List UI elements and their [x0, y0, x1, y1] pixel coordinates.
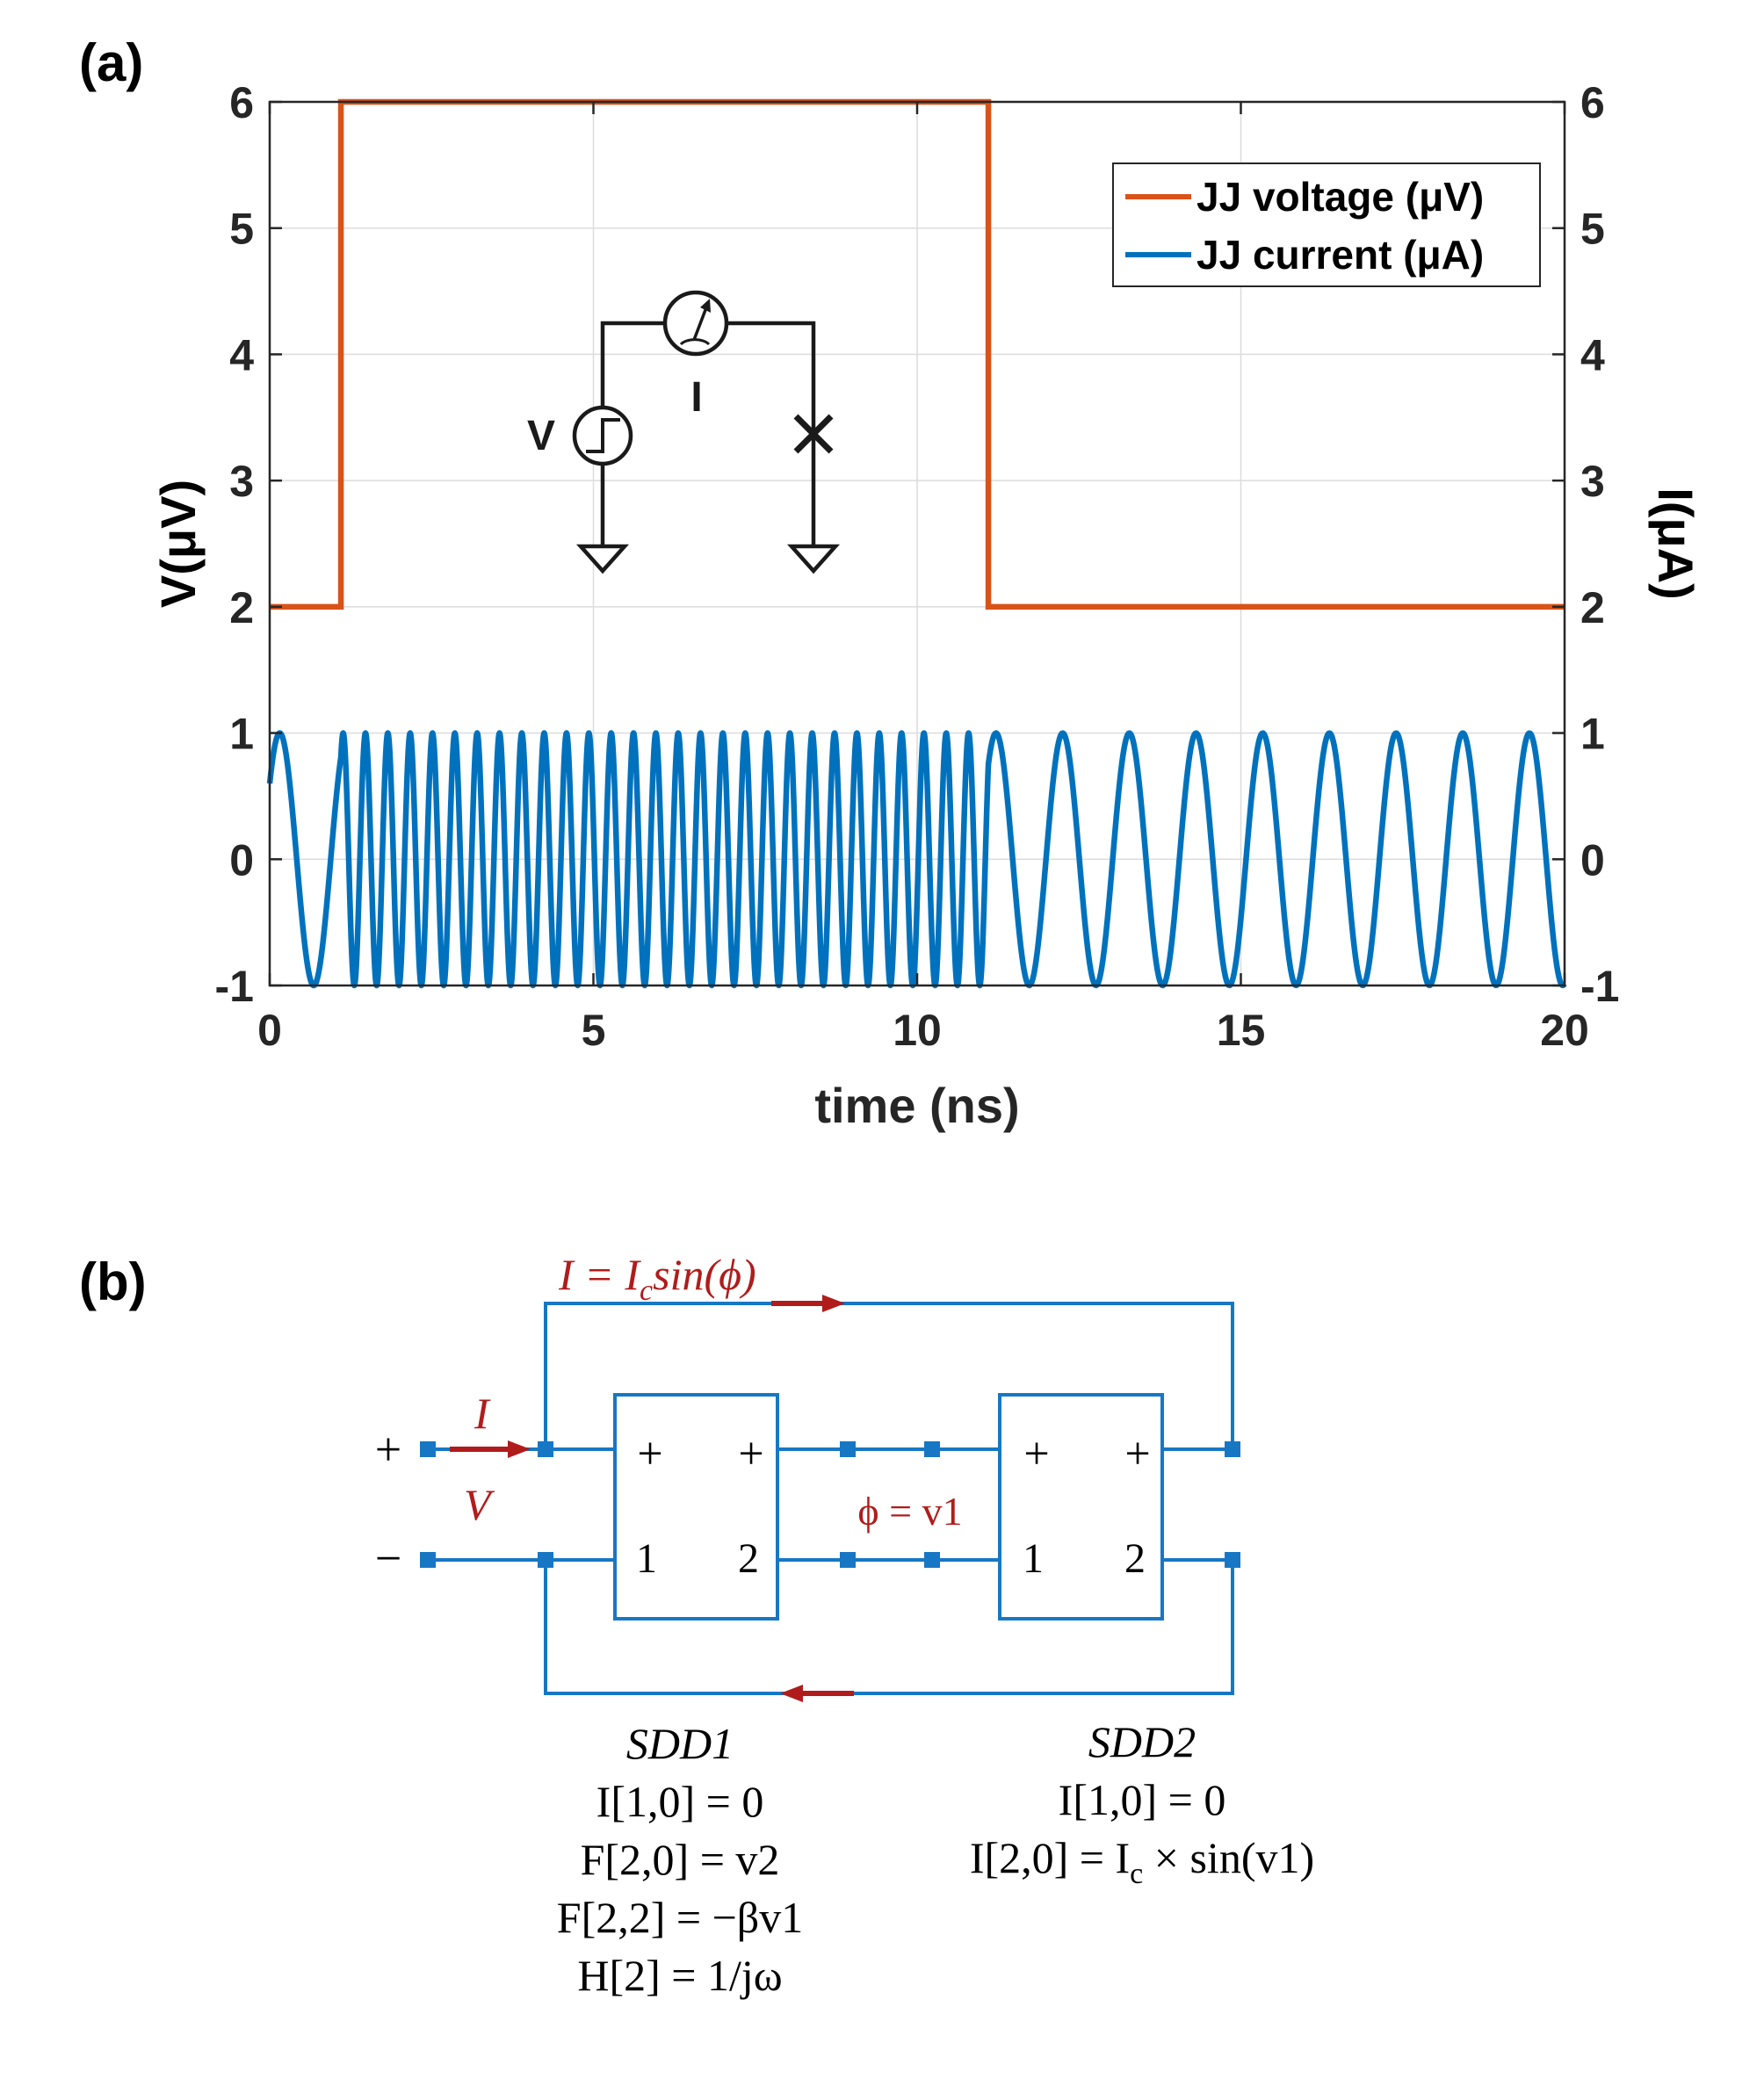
x-tick-label: 0	[257, 1006, 282, 1055]
panel-b-label: (b)	[79, 1252, 147, 1311]
y-tick-label-right: 3	[1580, 457, 1605, 506]
node	[420, 1552, 436, 1568]
node	[1225, 1552, 1240, 1568]
sdd2-eq-2: I[2,0] = Ic × sin(v1)	[970, 1833, 1314, 1890]
sdd-circuit: I = Icsin(ϕ) I V ϕ = v1 + − + + 1 2 + + …	[375, 1250, 1240, 1702]
bottom-loop-wire	[544, 1560, 1234, 1695]
circuit-wires	[428, 1302, 1234, 1695]
node	[924, 1441, 940, 1457]
node	[538, 1552, 553, 1568]
sdd1-port2-plus: +	[738, 1429, 763, 1479]
sdd1-eq-3: F[2,2] = −βv1	[557, 1893, 803, 1942]
arrow-left-icon	[780, 1685, 854, 1702]
legend-entry-current: JJ current (μA)	[1196, 232, 1484, 278]
sdd2-box	[998, 1393, 1164, 1621]
y-tick-label-right: 0	[1580, 835, 1605, 884]
arrow-right-icon	[771, 1295, 845, 1312]
y-tick-label-right: 5	[1580, 205, 1605, 254]
josephson-relation: I = Icsin(ϕ)	[558, 1250, 756, 1307]
sdd2-port1-label: 1	[1023, 1535, 1044, 1582]
y-tick-label-right: 2	[1580, 583, 1605, 632]
current-arrows	[450, 1295, 854, 1702]
josephson-junction-icon	[793, 414, 834, 454]
y-tick-label-right: 4	[1580, 330, 1605, 379]
sdd2-port2-label: 2	[1124, 1535, 1146, 1582]
inset-circuit	[572, 290, 841, 574]
node	[420, 1441, 436, 1457]
sdd1-eq-1: I[1,0] = 0	[596, 1777, 764, 1826]
sdd1-port1-label: 1	[636, 1535, 657, 1582]
legend: JJ voltage (μV) JJ current (μA)	[1112, 162, 1541, 287]
x-tick-label: 10	[893, 1006, 942, 1055]
ammeter-icon	[662, 290, 729, 357]
x-tick-label: 15	[1217, 1006, 1266, 1055]
sdd1-port1-plus: +	[637, 1429, 662, 1479]
y-tick-label-left: -1	[215, 962, 254, 1011]
node	[924, 1552, 940, 1568]
plus-sign: +	[375, 1423, 401, 1476]
sdd1-equations: SDD1 I[1,0] = 0 F[2,0] = v2 F[2,2] = −βv…	[557, 1719, 803, 2000]
top-loop-wire	[544, 1302, 1234, 1449]
series-line-current	[266, 730, 1567, 989]
phi-label: ϕ = v1	[857, 1489, 962, 1534]
inset-wire-right	[727, 321, 816, 546]
minus-sign: −	[375, 1532, 401, 1585]
y-tick-label-right: 6	[1580, 78, 1605, 127]
sdd2-port1-plus: +	[1023, 1429, 1049, 1479]
y-tick-label-right: -1	[1580, 962, 1619, 1011]
legend-box	[1112, 162, 1541, 287]
y-axis-label-left: V(μV)	[150, 480, 206, 608]
node	[840, 1441, 856, 1457]
node	[1225, 1441, 1240, 1457]
inset-meter-label: I	[690, 374, 702, 421]
sdd2-eq-1: I[1,0] = 0	[1059, 1775, 1226, 1824]
node	[840, 1552, 856, 1568]
panel-a-label: (a)	[79, 33, 143, 92]
y-tick-label-left: 3	[229, 457, 254, 506]
legend-entry-voltage: JJ voltage (μV)	[1196, 174, 1484, 220]
ground-icon-left	[575, 544, 630, 574]
input-current-label: I	[474, 1389, 491, 1438]
x-axis-label: time (ns)	[814, 1078, 1019, 1133]
input-voltage-label: V	[464, 1480, 495, 1529]
y-tick-label-left: 1	[229, 710, 254, 759]
sdd1-eq-4: H[2] = 1/jω	[577, 1951, 782, 2000]
arrow-input-icon	[450, 1440, 531, 1458]
y-tick-label-left: 6	[229, 78, 254, 127]
y-tick-label-right: 1	[1580, 710, 1605, 759]
x-tick-label: 5	[582, 1006, 606, 1055]
inset-source-label: V	[527, 413, 555, 459]
y-tick-label-left: 2	[229, 583, 254, 632]
sdd1-port2-label: 2	[738, 1535, 759, 1582]
sdd1-title: SDD1	[626, 1719, 734, 1768]
sdd1-box	[613, 1393, 779, 1621]
sdd2-title: SDD2	[1088, 1717, 1196, 1766]
y-tick-label-left: 0	[229, 835, 254, 884]
y-tick-label-left: 4	[229, 330, 254, 379]
sdd1-eq-2: F[2,0] = v2	[581, 1835, 780, 1884]
x-tick-label: 20	[1540, 1006, 1589, 1055]
tick-marks	[268, 100, 1566, 987]
y-axis-label-right: I(μA)	[1648, 487, 1703, 600]
ground-icon-right	[786, 544, 841, 574]
sdd2-port2-plus: +	[1124, 1429, 1150, 1479]
node	[538, 1441, 553, 1457]
circuit-nodes	[420, 1441, 1240, 1568]
y-tick-label-left: 5	[229, 205, 254, 254]
sdd2-equations: SDD2 I[1,0] = 0 I[2,0] = Ic × sin(v1)	[970, 1717, 1314, 1890]
voltage-source-icon	[572, 405, 633, 466]
